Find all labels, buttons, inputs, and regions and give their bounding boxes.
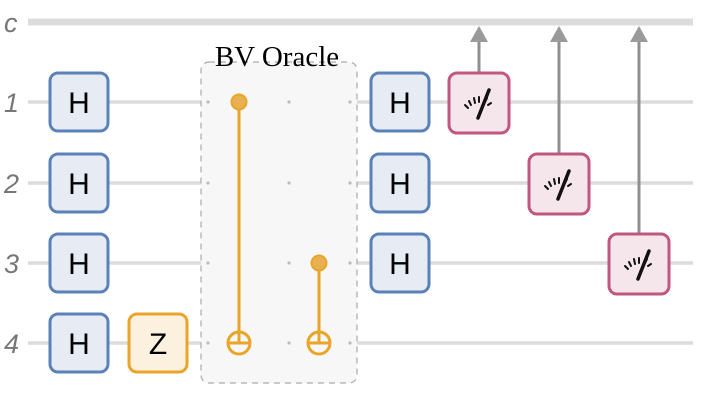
arrow-up-icon (550, 26, 568, 42)
h-gate[interactable]: H (48, 152, 110, 214)
arrow-up-icon (630, 26, 648, 42)
oracle-tick (206, 100, 210, 104)
arrow-up-icon (470, 26, 488, 42)
gate-label: H (389, 87, 411, 120)
meter-icon (464, 88, 492, 120)
h-gate[interactable]: H (48, 312, 110, 374)
wire-label-3: 3 (4, 249, 19, 279)
meter-icon (544, 169, 572, 201)
gate-label: H (68, 328, 90, 361)
oracle-tick (287, 341, 291, 345)
gate-label: H (389, 248, 411, 281)
h-gate[interactable]: H (369, 232, 431, 294)
oracle-box (200, 61, 358, 384)
h-gate[interactable]: H (369, 71, 431, 133)
wire-label-4: 4 (4, 329, 19, 359)
h-gate[interactable]: H (48, 71, 110, 133)
oracle-tick (287, 181, 291, 185)
oracle-tick (206, 341, 210, 345)
oracle-tick (348, 100, 352, 104)
gate-label: H (389, 168, 411, 201)
gate-label: H (68, 168, 90, 201)
control-dot (310, 254, 328, 272)
oracle-tick (287, 261, 291, 265)
wire-label-1: 1 (4, 88, 19, 118)
gate-label: H (68, 87, 90, 120)
bv-oracle-group: BV Oracle (200, 41, 358, 384)
oracle-title: BV Oracle (215, 41, 339, 73)
oracle-tick (348, 261, 352, 265)
cnot-gate[interactable] (306, 254, 332, 356)
cnot-gate[interactable] (226, 93, 252, 356)
z-gate[interactable]: Z (127, 312, 189, 374)
oracle-tick (348, 341, 352, 345)
gates: H H H H Z H H H (48, 26, 671, 374)
gate-label: Z (149, 328, 167, 361)
h-gate[interactable]: H (369, 152, 431, 214)
control-dot (230, 93, 248, 111)
meter-icon (624, 249, 652, 281)
measure-gate[interactable] (527, 26, 591, 216)
h-gate[interactable]: H (48, 232, 110, 294)
oracle-tick (287, 100, 291, 104)
wire-label-c: c (4, 8, 18, 38)
gate-label: H (68, 248, 90, 281)
oracle-tick (206, 261, 210, 265)
oracle-tick (348, 181, 352, 185)
wire-label-2: 2 (3, 169, 19, 199)
measure-gate[interactable] (447, 26, 511, 135)
oracle-tick (206, 181, 210, 185)
measure-gate[interactable] (607, 26, 671, 296)
